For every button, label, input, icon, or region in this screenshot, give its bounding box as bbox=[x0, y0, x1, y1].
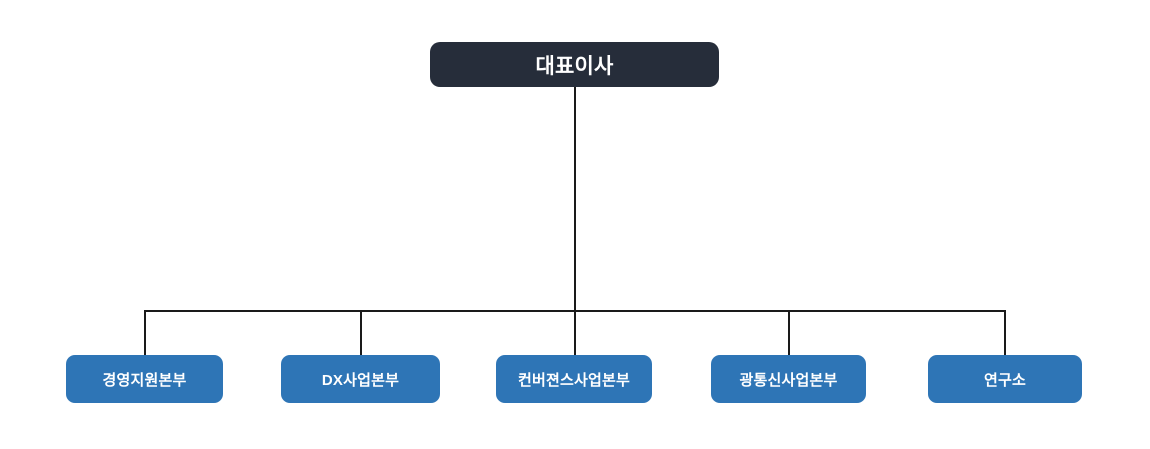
org-node-child-1-label: 경영지원본부 bbox=[102, 371, 187, 389]
org-node-child-3[interactable]: 컨버젼스사업본부 bbox=[496, 355, 652, 403]
org-node-child-4-label: 광통신사업본부 bbox=[739, 371, 838, 389]
org-node-root[interactable]: 대표이사 bbox=[430, 42, 719, 87]
connector-drop-child-5 bbox=[1004, 310, 1006, 355]
org-node-child-5[interactable]: 연구소 bbox=[928, 355, 1082, 403]
org-node-child-3-label: 컨버젼스사업본부 bbox=[517, 371, 630, 389]
org-node-child-2-label: DX사업본부 bbox=[321, 371, 400, 389]
connector-drop-child-3 bbox=[574, 310, 576, 355]
org-node-child-5-label: 연구소 bbox=[983, 371, 1026, 389]
org-node-child-1[interactable]: 경영지원본부 bbox=[66, 355, 223, 403]
connector-drop-child-1 bbox=[144, 310, 146, 355]
org-node-child-4[interactable]: 광통신사업본부 bbox=[711, 355, 866, 403]
org-node-root-label: 대표이사 bbox=[535, 54, 614, 78]
connector-root-trunk bbox=[574, 87, 576, 355]
connector-drop-child-2 bbox=[360, 310, 362, 355]
org-node-child-2[interactable]: DX사업본부 bbox=[281, 355, 440, 403]
connector-drop-child-4 bbox=[788, 310, 790, 355]
